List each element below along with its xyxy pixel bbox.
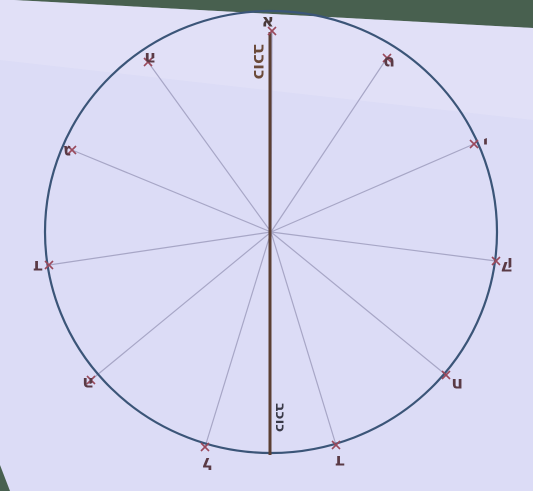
- label-left-high: ג: [63, 141, 71, 161]
- label-top: א: [262, 12, 274, 32]
- label-bottom-right: ד: [335, 451, 345, 471]
- vertical-text-bottom: כוכב: [272, 403, 288, 432]
- vertical-text-top: כוכב: [249, 44, 269, 79]
- label-lower-left: ה: [82, 373, 94, 393]
- label-bottom-left: ל: [202, 453, 212, 473]
- label-right: ק: [500, 257, 513, 277]
- label-lower-right: ח: [451, 374, 463, 394]
- label-upper-left: ה: [144, 48, 156, 68]
- label-upper-right: ט: [383, 52, 395, 72]
- label-right-high: י: [483, 130, 488, 150]
- label-left: ד: [33, 256, 43, 276]
